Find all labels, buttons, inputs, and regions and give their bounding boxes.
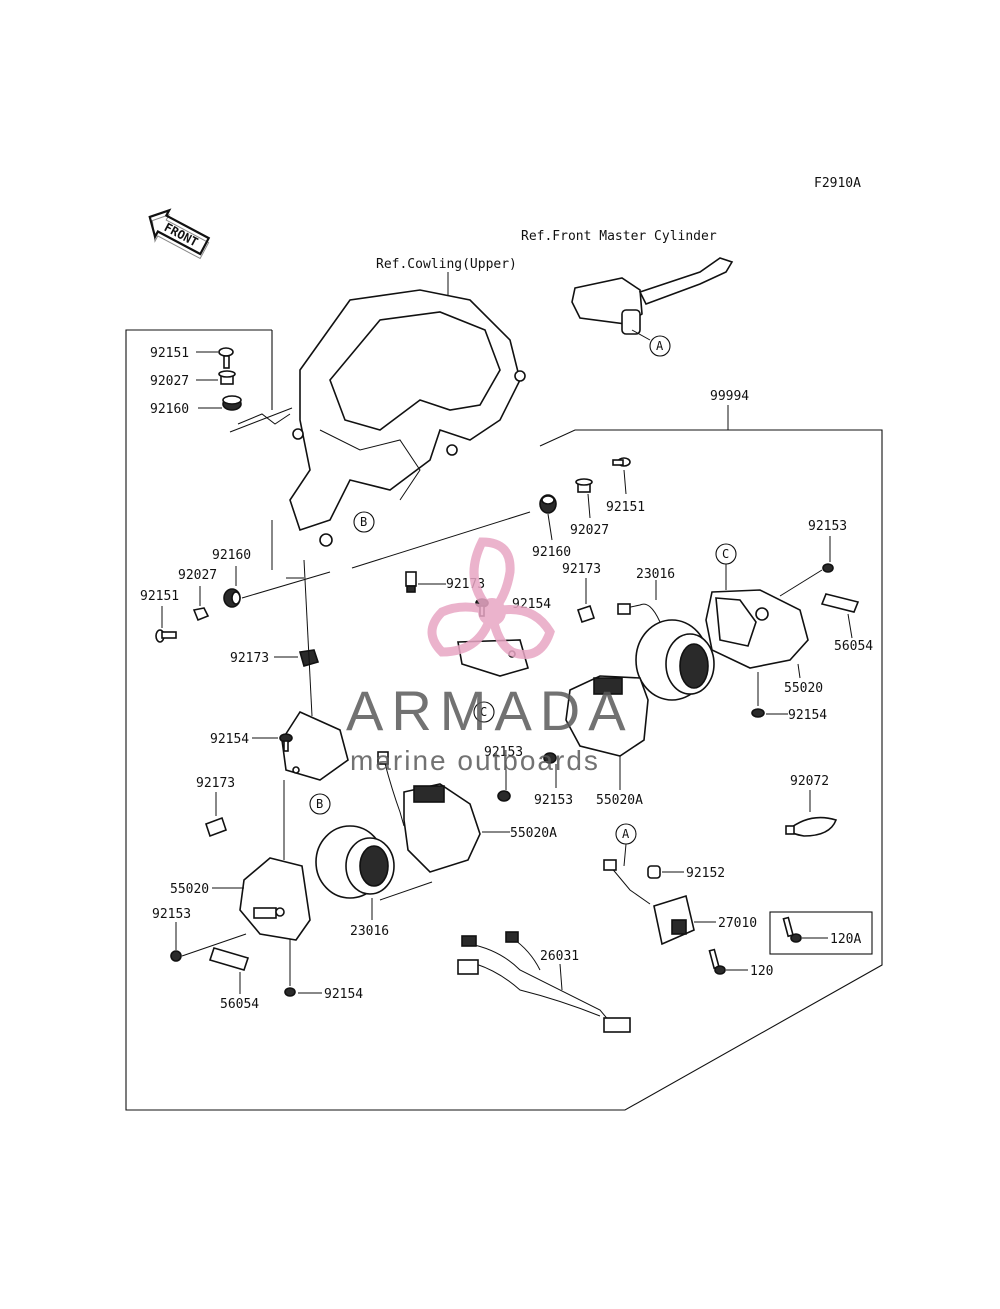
callout-92151-a: 92151 <box>150 346 189 361</box>
callout-55020-a: 55020 <box>784 681 823 696</box>
callout-92027-c: 92027 <box>570 523 609 538</box>
callout-92160-a: 92160 <box>150 402 189 417</box>
callout-120: 120 <box>750 964 773 979</box>
callout-92153-c: 92153 <box>484 745 523 760</box>
letter-c-center-label: C <box>480 705 487 719</box>
callout-92154-d: 92154 <box>324 987 363 1002</box>
propeller-logo-icon <box>427 537 555 659</box>
inset-120A <box>769 911 873 955</box>
callout-27010: 27010 <box>718 916 757 931</box>
nut-92173-right-icon <box>576 604 596 624</box>
figure-code: F2910A <box>814 176 861 191</box>
screw-92153-mid-icon <box>543 752 557 764</box>
bracket-55020A-left <box>403 783 481 873</box>
grommet-92160-left-icon <box>223 588 241 608</box>
bracket-55020-right <box>705 589 809 669</box>
left-inset-frame <box>125 329 883 1111</box>
watermark-brand: ARMADA <box>346 679 634 742</box>
callout-55020A-a: 55020A <box>596 793 643 808</box>
callout-92153-b: 92153 <box>534 793 573 808</box>
callout-56054-b: 56054 <box>220 997 259 1012</box>
bolt-120-icon <box>708 948 726 975</box>
callout-92072: 92072 <box>790 774 829 789</box>
letter-c-right-label: C <box>722 547 729 561</box>
callout-92151-c: 92151 <box>606 500 645 515</box>
callout-92153-d: 92153 <box>152 907 191 922</box>
letter-a-top-label: A <box>656 339 664 353</box>
callout-23016-b: 23016 <box>350 924 389 939</box>
letter-b-bar-label: B <box>316 797 323 811</box>
callout-92153-a: 92153 <box>808 519 847 534</box>
nut-92173-top-icon <box>405 571 417 593</box>
letter-a-top <box>649 335 671 357</box>
callout-55020A-b: 55020A <box>510 826 557 841</box>
pad-56054-left-icon <box>208 947 250 971</box>
callout-92173-c: 92173 <box>230 651 269 666</box>
band-92072-icon <box>785 816 838 837</box>
callout-120A: 120A <box>830 932 861 947</box>
callout-56054-a: 56054 <box>834 639 873 654</box>
grommet-92160-right-icon <box>539 494 557 514</box>
bolt-120A-icon <box>782 916 802 943</box>
callout-92154-c: 92154 <box>788 708 827 723</box>
screw-92153-left-icon <box>170 950 182 962</box>
lamp-23016-left <box>315 751 405 899</box>
screw-92153-center-icon <box>497 790 511 802</box>
armada-watermark: ARMADA marine outboards <box>346 537 634 776</box>
bolt-92151-left-icon <box>155 629 177 643</box>
callout-92152: 92152 <box>686 866 725 881</box>
screw-92153-topright-icon <box>822 563 834 573</box>
collar-92152-icon <box>647 865 661 879</box>
letter-a-bottom-label: A <box>622 827 630 841</box>
callout-92027-a: 92027 <box>150 374 189 389</box>
front-arrow-icon: FRONT <box>148 208 211 260</box>
bolt-92151-right-icon <box>612 457 631 467</box>
watermark-tagline: marine outboards <box>350 745 600 776</box>
callout-26031: 26031 <box>540 949 579 964</box>
callout-92027-b: 92027 <box>178 568 217 583</box>
screw-92154-right-icon <box>751 708 765 718</box>
callout-23016-a: 23016 <box>636 567 675 582</box>
switch-27010 <box>603 859 695 946</box>
screw-92154-left-icon <box>279 733 293 752</box>
pad-56054-right-icon <box>820 593 860 613</box>
letter-b-bar <box>309 793 331 815</box>
ref-cowling: Ref.Cowling(Upper) <box>376 257 517 272</box>
grommet-92160-top-icon <box>222 395 242 411</box>
letter-c-center <box>473 701 495 723</box>
harness-26031 <box>457 931 631 1033</box>
bracket-55020A-right <box>565 675 649 757</box>
cowling-stay <box>289 289 526 547</box>
ref-master-cylinder: Ref.Front Master Cylinder <box>521 229 717 244</box>
callout-92154-b: 92154 <box>210 732 249 747</box>
screw-92154-bottom-icon <box>284 987 296 997</box>
callout-55020-b: 55020 <box>170 882 209 897</box>
letter-b-frame <box>353 511 375 533</box>
callout-92173-b: 92173 <box>562 562 601 577</box>
callout-92151-b: 92151 <box>140 589 179 604</box>
collar-92027-right-icon <box>575 478 593 493</box>
collar-92027-top-icon <box>218 370 236 385</box>
bracket-55020-left <box>239 857 311 941</box>
callout-kit: 99994 <box>710 389 749 404</box>
lamp-23016-right <box>617 603 715 701</box>
callout-92160-b: 92160 <box>212 548 251 563</box>
bolt-92151-top-icon <box>218 347 234 369</box>
callout-92160-c: 92160 <box>532 545 571 560</box>
nut-92173-bottom-icon <box>204 816 228 838</box>
letter-b-frame-label: B <box>360 515 367 529</box>
callout-92173-d: 92173 <box>196 776 235 791</box>
master-cylinder <box>571 257 734 341</box>
collar-92027-left-icon <box>192 607 210 622</box>
